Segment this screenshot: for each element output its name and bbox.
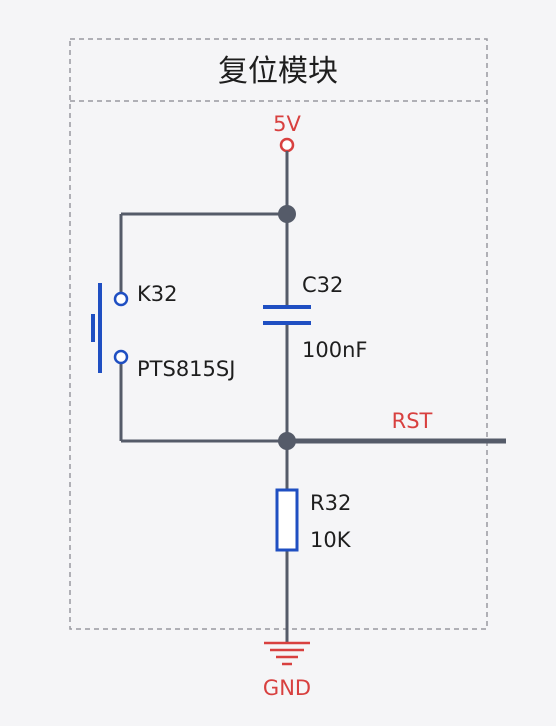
- button-terminal-icon: [113, 291, 129, 307]
- resistor-ref-label: R32: [310, 491, 351, 515]
- ground-net-label: GND: [263, 676, 311, 700]
- ground-symbol-icon: [264, 641, 310, 666]
- button-ref-label: K32: [137, 282, 178, 306]
- rst-net-label: RST: [392, 409, 433, 433]
- module-title: 复位模块: [218, 54, 338, 89]
- button-part-label: PTS815SJ: [137, 357, 235, 381]
- capacitor-value-label: 100nF: [302, 338, 367, 362]
- resistor-r32: [275, 488, 299, 552]
- vcc-net-label: 5V: [273, 112, 301, 136]
- resistor-value-label: 10K: [310, 528, 352, 552]
- push-button-k32: [91, 283, 129, 373]
- button-terminal-icon: [113, 349, 129, 365]
- capacitor-ref-label: C32: [302, 273, 343, 297]
- junction-dot-icon: [278, 432, 296, 450]
- vcc-terminal-icon: [279, 137, 295, 153]
- capacitor-c32: [263, 305, 311, 325]
- junction-dot-icon: [278, 205, 296, 223]
- module-frame: [69, 38, 488, 630]
